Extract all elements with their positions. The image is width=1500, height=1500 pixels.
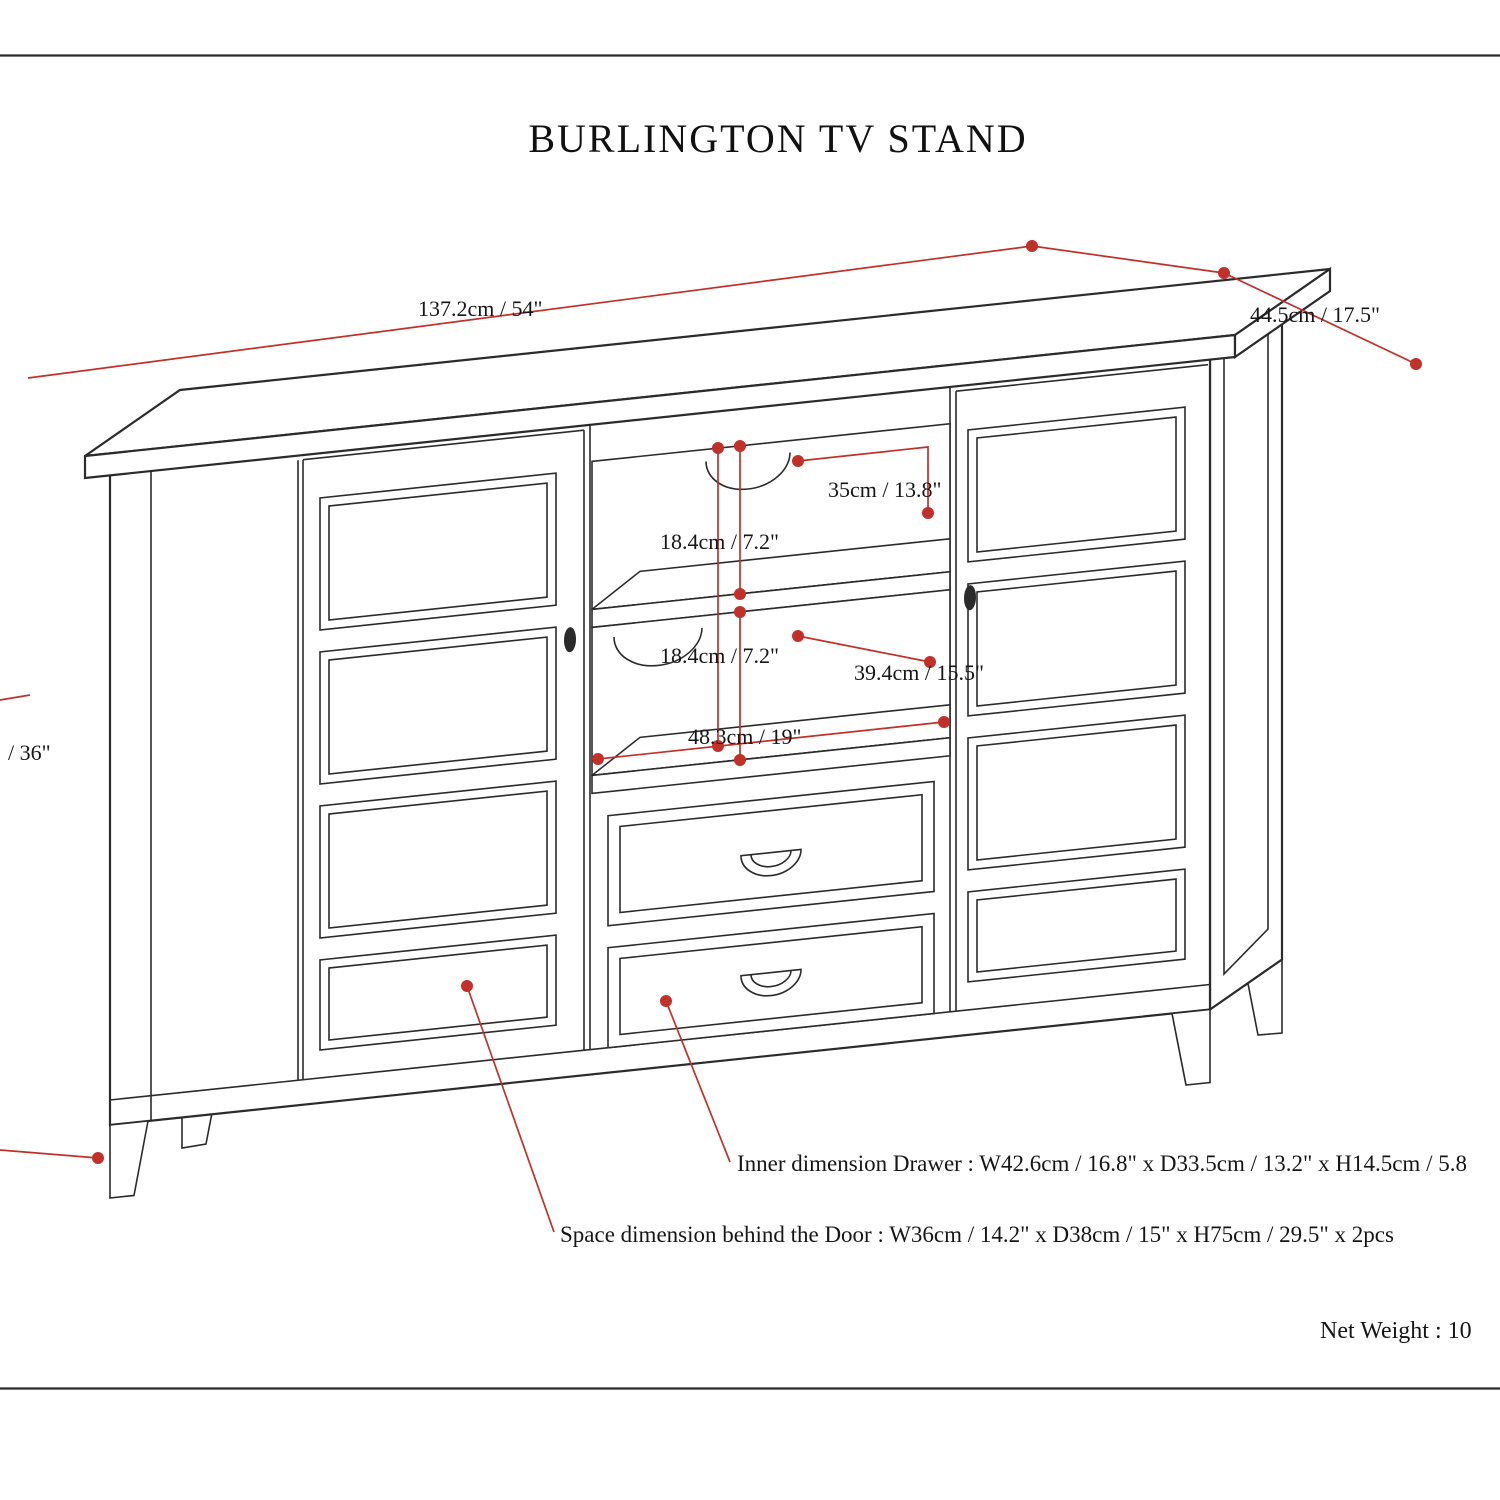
dimension-lines: 137.2cm / 54" 44.5cm / 17.5" / 36" 35cm …	[0, 240, 1422, 1233]
depth-extension-line	[1223, 272, 1417, 365]
dimension-dot	[1410, 358, 1422, 370]
dimension-dot	[712, 442, 724, 454]
dimension-dot	[922, 507, 934, 519]
dimension-dot	[924, 656, 936, 668]
right-door	[964, 406, 1186, 983]
front-left-leg	[109, 1120, 149, 1199]
right-side-panel	[1208, 306, 1284, 1012]
net-weight-note: Net Weight : 10	[1320, 1318, 1472, 1344]
dimension-dot	[734, 588, 746, 600]
dimension-dot	[792, 455, 804, 467]
dim-shelf-depth-label: 39.4cm / 15.5"	[854, 660, 984, 685]
front-face	[108, 357, 1212, 1199]
right-door-knob	[964, 585, 976, 611]
table-top	[83, 266, 1332, 480]
dimension-dot	[734, 754, 746, 766]
drawer-2	[607, 912, 935, 1049]
opening-width-line	[597, 721, 945, 760]
depth-dimension-line	[1031, 245, 1225, 274]
dim-opening-width-label: 48.3cm / 19"	[688, 724, 801, 749]
right-door-top-gap	[956, 363, 1208, 392]
shelf-depth-line	[797, 635, 931, 663]
media-compartments	[591, 422, 951, 795]
dimension-dot	[734, 440, 746, 452]
drawer-2-cup-pull	[740, 968, 802, 997]
height-extension-top	[0, 694, 31, 701]
cable-hole-1	[705, 452, 791, 491]
front-right-leg	[1171, 1008, 1211, 1086]
dim-height-label: / 36"	[8, 740, 51, 765]
door-space-dimension-note: Space dimension behind the Door : W36cm …	[560, 1222, 1394, 1247]
shelf-2-front-edge	[591, 736, 951, 795]
page-title: BURLINGTON TV STAND	[528, 116, 1027, 161]
drawer-leader-line	[665, 1000, 731, 1163]
drawer-1	[607, 780, 935, 927]
opening-top-width-line	[797, 446, 929, 513]
dim-top-depth-label: 44.5cm / 17.5"	[1250, 302, 1380, 327]
dimension-dot	[938, 716, 950, 728]
cable-hole-2	[613, 627, 703, 667]
dimension-dot	[92, 1152, 104, 1164]
drawer-inner-dimension-note: Inner dimension Drawer : W42.6cm / 16.8"…	[737, 1151, 1467, 1176]
height-extension-bottom	[0, 1149, 99, 1159]
dimension-dot	[792, 630, 804, 642]
width-dimension-line	[27, 245, 1033, 379]
dimension-dot	[734, 606, 746, 618]
left-door	[319, 472, 576, 1051]
dim-top-width-label: 137.2cm / 54"	[418, 296, 542, 321]
drawer-1-cup-pull	[740, 848, 802, 877]
cabinet-drawing	[83, 266, 1332, 1199]
dim-opening-top-width-label: 35cm / 13.8"	[828, 477, 941, 502]
dim-shelf-gap-1-label: 18.4cm / 7.2"	[660, 529, 779, 554]
dimension-dot	[592, 753, 604, 765]
top-right-edge	[1233, 266, 1332, 360]
dim-shelf-gap-2-label: 18.4cm / 7.2"	[660, 643, 779, 668]
left-door-top-gap	[303, 429, 584, 461]
left-door-knob	[564, 627, 576, 653]
door-leader-line	[466, 985, 555, 1233]
